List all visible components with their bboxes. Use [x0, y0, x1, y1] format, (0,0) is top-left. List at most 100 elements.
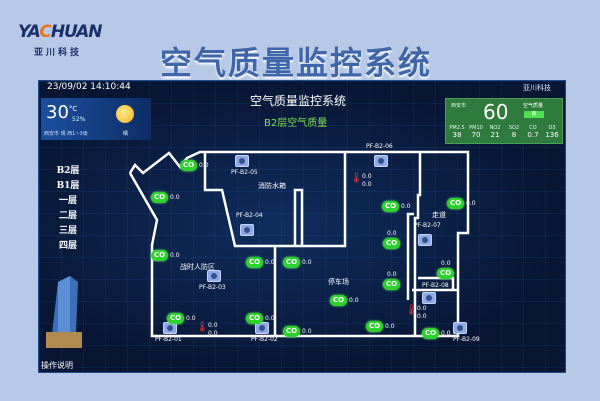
co-sensor-icon[interactable]: CO	[283, 257, 300, 268]
pollutant-value: 136	[545, 131, 559, 139]
co-sensor-icon[interactable]: CO	[383, 238, 400, 249]
pollutant-value: 21	[490, 131, 500, 139]
humidity-value: 0.0	[362, 181, 372, 188]
fan-label: PF-B2-09	[453, 336, 480, 343]
co-value: 0.0	[265, 259, 275, 266]
aqi-value: 60	[483, 100, 509, 124]
floor-1[interactable]: 一层	[58, 196, 77, 206]
fan-label: PF-B2-05	[231, 169, 258, 176]
fan-label: PF-B2-04	[236, 212, 263, 219]
co-value: 0.0	[170, 252, 180, 259]
fan-label: PF-B2-03	[199, 284, 226, 291]
floor-title: B2层空气质量	[264, 118, 328, 129]
aqi-widget	[445, 98, 563, 144]
humidity-value: 0.0	[417, 313, 427, 320]
floor-2[interactable]: 二层	[58, 211, 77, 221]
co-sensor-icon[interactable]: CO	[383, 279, 400, 290]
weather-widget	[41, 98, 151, 140]
co-value: 0.0	[466, 200, 476, 207]
help-button[interactable]: 操作说明	[41, 361, 73, 370]
aqi-level-badge: 良	[524, 111, 544, 118]
temperature: 30°C	[46, 102, 78, 123]
co-value: 0.0	[387, 271, 397, 278]
pollutant-value: 38	[452, 131, 462, 139]
co-value: 0.0	[385, 323, 395, 330]
co-sensor-icon[interactable]: CO	[437, 268, 454, 279]
weather-city: 西安市 晴 西1~3级	[44, 131, 88, 137]
co-sensor-icon[interactable]: CO	[283, 326, 300, 337]
humidity: 52%	[72, 116, 86, 123]
thermometer-icon[interactable]: 🌡	[196, 322, 209, 333]
thermometer-icon[interactable]: 🌡	[350, 173, 363, 184]
pollutant-name: PM10	[469, 125, 483, 131]
company-tag: 亚川科技	[523, 84, 551, 92]
floor-b1[interactable]: B1层	[56, 181, 80, 191]
fan-icon[interactable]	[235, 155, 249, 167]
pollutant-value: 70	[471, 131, 481, 139]
humidity-value: 0.0	[208, 330, 218, 337]
co-sensor-icon[interactable]: CO	[180, 160, 197, 171]
co-sensor-icon[interactable]: CO	[330, 295, 347, 306]
temperature-value: 0.0	[208, 322, 218, 329]
co-sensor-icon[interactable]: CO	[151, 192, 168, 203]
co-sensor-icon[interactable]: CO	[246, 257, 263, 268]
fan-icon[interactable]	[418, 234, 432, 246]
sun-icon	[116, 105, 134, 123]
fan-label: PF-B2-07	[414, 222, 441, 229]
fan-label: PF-B2-06	[366, 143, 393, 150]
co-value: 0.0	[302, 328, 312, 335]
floor-3[interactable]: 三层	[58, 226, 77, 236]
co-value: 0.0	[387, 230, 397, 237]
room-label: 消防水箱	[258, 182, 286, 190]
fan-icon[interactable]	[453, 322, 467, 334]
datetime: 23/09/02 14:10:44	[47, 82, 131, 92]
co-sensor-icon[interactable]: CO	[246, 313, 263, 324]
co-sensor-icon[interactable]: CO	[447, 198, 464, 209]
pollutant-name: SO2	[508, 125, 520, 131]
co-value: 0.0	[170, 194, 180, 201]
thermometer-icon[interactable]: 🌡	[405, 305, 418, 316]
fan-icon[interactable]	[422, 292, 436, 304]
co-sensor-icon[interactable]: CO	[422, 328, 439, 339]
co-value: 0.0	[441, 330, 451, 337]
floor-4[interactable]: 四层	[58, 241, 77, 251]
co-sensor-icon[interactable]: CO	[366, 321, 383, 332]
co-value: 0.0	[302, 259, 312, 266]
fan-label: PF-B2-08	[422, 282, 449, 289]
floor-menu: B2层 B1层 一层 二层 三层 四层	[50, 163, 86, 253]
fan-icon[interactable]	[207, 270, 221, 282]
pollutant-name: O3	[548, 125, 556, 131]
co-sensor-icon[interactable]: CO	[382, 201, 399, 212]
co-value: 0.0	[441, 260, 451, 267]
building-image	[46, 276, 82, 348]
co-sensor-icon[interactable]: CO	[151, 250, 168, 261]
pollutant-name: CO	[529, 125, 537, 131]
temperature-value: 0.0	[417, 305, 427, 312]
fan-icon[interactable]	[374, 155, 388, 167]
aqi-city: 西安市	[451, 103, 467, 109]
fan-icon[interactable]	[255, 322, 269, 334]
pollutant-name: PM2.5	[449, 125, 465, 131]
co-value: 0.0	[199, 162, 209, 169]
fan-label: PF-B2-01	[155, 336, 182, 343]
system-title: 空气质量监控系统	[250, 94, 347, 108]
room-label: 停车场	[328, 278, 349, 286]
fan-icon[interactable]	[240, 224, 254, 236]
room-label: 战时人防区	[180, 263, 215, 271]
pollutant-name: NO2	[489, 125, 501, 131]
fan-label: PF-B2-02	[251, 336, 278, 343]
co-sensor-icon[interactable]: CO	[167, 313, 184, 324]
temperature-value: 0.0	[362, 173, 372, 180]
page-title: 空气质量监控系统	[160, 44, 433, 82]
company-logo: YACHUAN	[18, 22, 102, 42]
co-value: 0.0	[265, 315, 275, 322]
pollutant-value: 0.7	[527, 131, 539, 139]
room-label: 走道	[432, 211, 446, 219]
floor-b2[interactable]: B2层	[56, 166, 80, 176]
co-value: 0.0	[401, 203, 411, 210]
